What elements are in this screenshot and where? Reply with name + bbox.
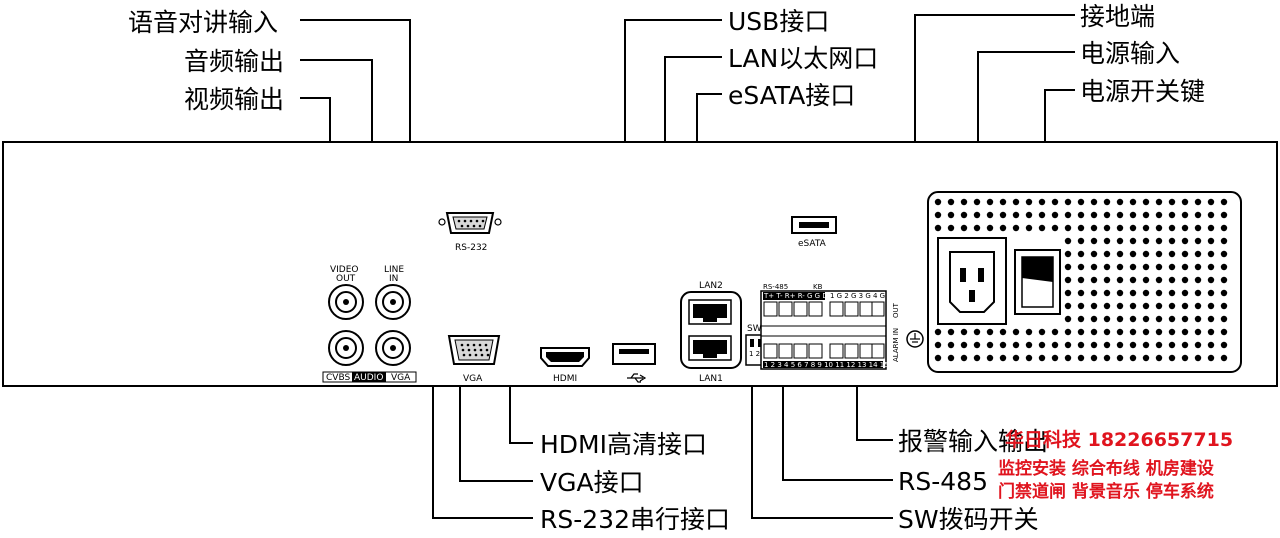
label-sw: SW bbox=[747, 324, 762, 334]
leader-rs485 bbox=[782, 362, 893, 481]
watermark: 华日科技 18226657715 监控安装 综合布线 机房建设 门禁道闸 背景音… bbox=[998, 428, 1233, 502]
label-lan1: LAN1 bbox=[699, 374, 723, 384]
label-line: LINE bbox=[384, 265, 404, 275]
callout-rs232: RS-232串行接口 bbox=[540, 505, 730, 534]
callout-rs485: RS-485 bbox=[898, 467, 988, 496]
callout-power-in: 电源输入 bbox=[1080, 39, 1180, 68]
bnc-cvbs bbox=[328, 330, 364, 366]
watermark-line2: 监控安装 综合布线 机房建设 bbox=[998, 458, 1214, 479]
label-cvbs: CVBS bbox=[326, 373, 350, 383]
label-hdmi: HDMI bbox=[553, 374, 577, 384]
label-in: IN bbox=[389, 274, 398, 284]
vent-grid bbox=[934, 198, 1228, 362]
rs232-port bbox=[438, 212, 502, 234]
watermark-line3: 门禁道闸 背景音乐 停车系统 bbox=[998, 481, 1214, 502]
bnc-video-out bbox=[328, 284, 364, 320]
callout-vga: VGA接口 bbox=[540, 468, 644, 497]
label-top-terminals: T+ T- R+ R- G G D+ D- bbox=[763, 292, 844, 300]
callout-usb: USB接口 bbox=[728, 7, 829, 36]
callout-alarm-io: 报警输入输出 bbox=[898, 427, 1048, 456]
label-alarm-out: OUT bbox=[892, 302, 900, 318]
callout-video-out: 视频输出 bbox=[184, 85, 284, 114]
usb-icon bbox=[627, 373, 647, 383]
label-vga: VGA bbox=[463, 374, 483, 384]
lan2-jack bbox=[688, 299, 732, 325]
label-alarm-in: ALARM IN bbox=[892, 328, 900, 362]
label-lan2: LAN2 bbox=[699, 281, 723, 291]
esata-port bbox=[791, 216, 837, 234]
bnc-line-in bbox=[375, 284, 411, 320]
leader-alarm bbox=[856, 362, 893, 441]
power-switch bbox=[1014, 249, 1061, 315]
label-kb: KB bbox=[813, 283, 823, 291]
callout-sw: SW拨码开关 bbox=[898, 505, 1039, 534]
power-inlet bbox=[937, 237, 1007, 325]
callout-hdmi: HDMI高清接口 bbox=[540, 430, 707, 459]
label-rs485: RS-485 bbox=[763, 283, 788, 291]
callout-audio-out: 音频输出 bbox=[184, 47, 284, 76]
terminal-block: T+ T- R+ R- G G D+ D- 1 G 2 G 3 G 4 G 1 … bbox=[760, 290, 900, 370]
cvbs-audio-vga-strip: CVBS AUDIO VGA bbox=[322, 371, 417, 383]
bnc-audio-out bbox=[375, 330, 411, 366]
callout-ground: 接地端 bbox=[1080, 2, 1155, 31]
hdmi-port bbox=[540, 347, 590, 367]
ground-icon bbox=[906, 330, 924, 348]
label-bottom-numbers: 1 2 3 4 5 6 7 8 9 10 11 12 13 14 15 16 bbox=[764, 361, 900, 369]
callout-talk-in: 语音对讲输入 bbox=[128, 8, 278, 37]
lan-ports bbox=[680, 291, 742, 369]
label-out: OUT bbox=[336, 274, 356, 284]
leader-vga bbox=[459, 372, 533, 482]
label-vga-small: VGA bbox=[391, 373, 411, 383]
callout-lan: LAN以太网口 bbox=[728, 44, 878, 73]
vga-port bbox=[447, 335, 501, 365]
watermark-company: 华日科技 18226657715 bbox=[1005, 428, 1233, 451]
callout-esata: eSATA接口 bbox=[728, 81, 855, 110]
power-module bbox=[927, 191, 1242, 373]
label-top-alarm: 1 G 2 G 3 G 4 G bbox=[830, 292, 885, 300]
label-rs232: RS-232 bbox=[455, 243, 487, 253]
leader-sw bbox=[751, 362, 893, 519]
label-audio: AUDIO bbox=[354, 373, 383, 383]
callout-power-switch: 电源开关键 bbox=[1080, 77, 1205, 106]
usb-port bbox=[612, 343, 656, 383]
label-video: VIDEO bbox=[330, 265, 359, 275]
lan1-jack bbox=[688, 335, 732, 361]
label-esata: eSATA bbox=[798, 239, 827, 249]
